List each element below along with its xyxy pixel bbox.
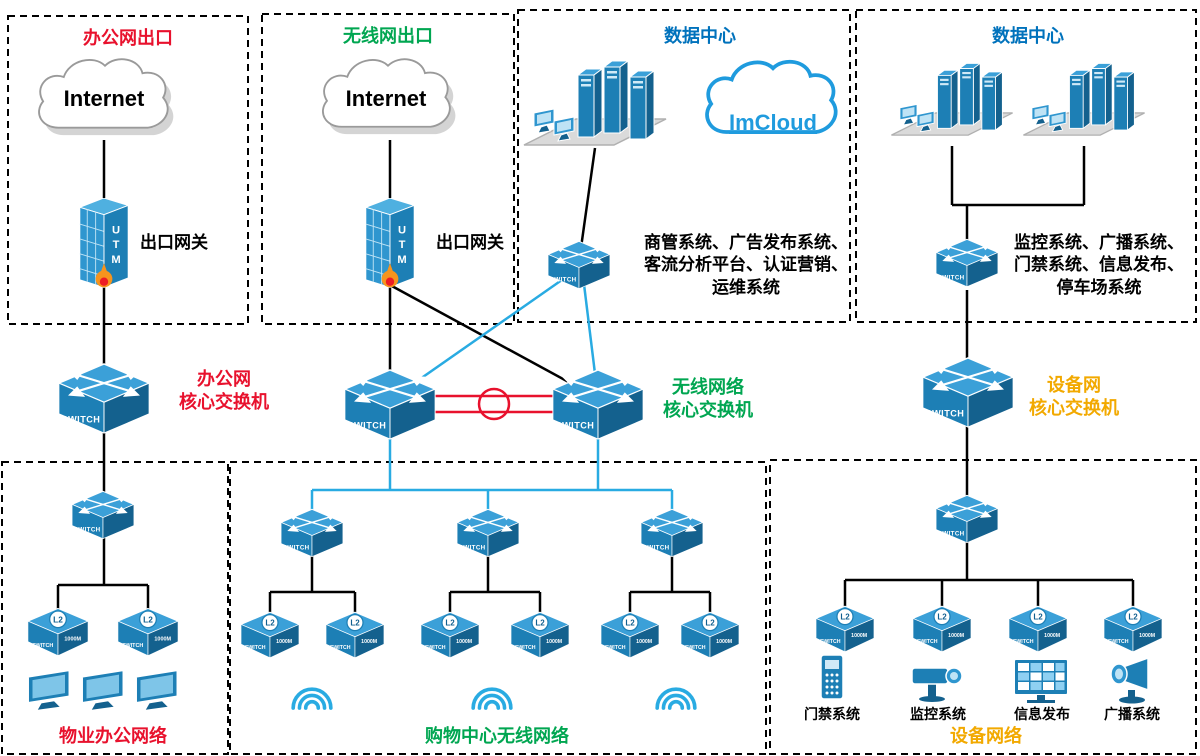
property-switch-icon — [71, 490, 135, 540]
wireless-core-switch-2-icon — [551, 368, 645, 441]
imcloud-label: ImCloud — [729, 110, 817, 135]
wireless-core-label: 无线网络 核心交换机 — [663, 376, 753, 423]
mall-l2-switch-2a-icon — [420, 611, 480, 659]
device-label-camera: 监控系统 — [910, 706, 966, 722]
office-core-label: 办公网 核心交换机 — [179, 368, 269, 415]
devnet-l2-switch-4-icon — [1103, 605, 1163, 653]
access-control-icon — [820, 654, 844, 700]
office-core-switch-icon — [57, 362, 151, 435]
zone-office-exit-border — [7, 15, 249, 325]
mall-l2-switch-3a-icon — [600, 611, 660, 659]
dc-left-servers-icon — [523, 60, 667, 146]
property-l2-switch-2-icon — [117, 607, 179, 657]
dc-right-servers-1-icon — [890, 62, 1014, 136]
zone-title-office-exit: 办公网出口 — [83, 28, 173, 48]
office-core-label-line1: 办公网 — [197, 369, 251, 389]
internet-label-wireless: Internet — [345, 86, 427, 111]
mall-switch-2-icon — [456, 508, 520, 558]
mall-l2-switch-1b-icon — [325, 611, 385, 659]
office-computer-3-icon — [135, 670, 179, 712]
broadcast-speaker-icon — [1110, 658, 1149, 704]
device-core-label-line2: 核心交换机 — [1029, 398, 1119, 419]
office-computer-2-icon — [81, 670, 125, 712]
zone-property-border — [1, 461, 229, 755]
mall-l2-switch-1a-icon — [240, 611, 300, 659]
zone-label-device-network: 设备网络 — [950, 726, 1022, 746]
wireless-core-label-line1: 无线网络 — [672, 377, 744, 397]
zone-mall-wireless-border — [229, 461, 767, 755]
info-display-icon — [1013, 658, 1069, 704]
device-core-label-line1: 设备网 — [1047, 375, 1101, 395]
wifi-signal-3-icon — [655, 687, 697, 710]
mall-l2-switch-3b-icon — [680, 611, 740, 659]
links-stack-red — [428, 387, 560, 421]
stack-ring-icon — [477, 387, 511, 421]
mall-l2-switch-2b-icon — [510, 611, 570, 659]
internet-label-office: Internet — [63, 86, 145, 111]
wifi-signal-1-icon — [291, 687, 333, 710]
zone-title-wireless-exit: 无线网出口 — [343, 26, 433, 46]
dc-left-switch-icon — [547, 240, 611, 290]
devnet-l2-switch-1-icon — [815, 605, 875, 653]
dc-right-systems-text: 监控系统、广播系统、门禁系统、信息发布、停车场系统 — [1014, 233, 1184, 297]
gateway-label-office: 出口网关 — [140, 233, 208, 252]
office-computer-1-icon — [27, 670, 71, 712]
wireless-core-switch-1-icon — [343, 368, 437, 441]
devnet-l2-switch-2-icon — [912, 605, 972, 653]
property-l2-switch-1-icon — [27, 607, 89, 657]
mall-switch-1-icon — [280, 508, 344, 558]
dc-right-servers-2-icon — [1022, 62, 1146, 136]
wireless-core-label-line2: 核心交换机 — [663, 400, 753, 421]
utm-gateway-office-icon — [79, 198, 129, 288]
dc-right-switch-icon — [935, 238, 999, 288]
device-label-display: 信息发布 — [1014, 706, 1070, 722]
device-core-switch-icon — [921, 356, 1015, 429]
zone-title-dc-right: 数据中心 — [992, 26, 1064, 46]
utm-gateway-wireless-icon — [365, 198, 415, 288]
device-core-label: 设备网 核心交换机 — [1029, 374, 1119, 421]
zone-label-property: 物业办公网络 — [59, 726, 167, 746]
mall-switch-3-icon — [640, 508, 704, 558]
zone-borders — [1, 9, 1197, 755]
wifi-signal-2-icon — [471, 687, 513, 710]
zone-dc-right-border — [855, 9, 1197, 323]
gateway-label-wireless: 出口网关 — [436, 233, 504, 252]
device-label-speaker: 广播系统 — [1104, 706, 1160, 722]
zone-wireless-exit-border — [261, 13, 515, 325]
zone-title-dc-left: 数据中心 — [664, 26, 736, 46]
cctv-camera-icon — [911, 667, 963, 702]
devnet-switch-icon — [935, 494, 999, 544]
zone-dc-left-border — [517, 9, 851, 323]
office-core-label-line2: 核心交换机 — [179, 392, 269, 413]
devnet-l2-switch-3-icon — [1008, 605, 1068, 653]
zone-label-mall-wireless: 购物中心无线网络 — [425, 726, 569, 746]
device-label-access: 门禁系统 — [804, 706, 860, 722]
dc-left-systems-text: 商管系统、广告发布系统、客流分析平台、认证营销、运维系统 — [644, 233, 848, 297]
